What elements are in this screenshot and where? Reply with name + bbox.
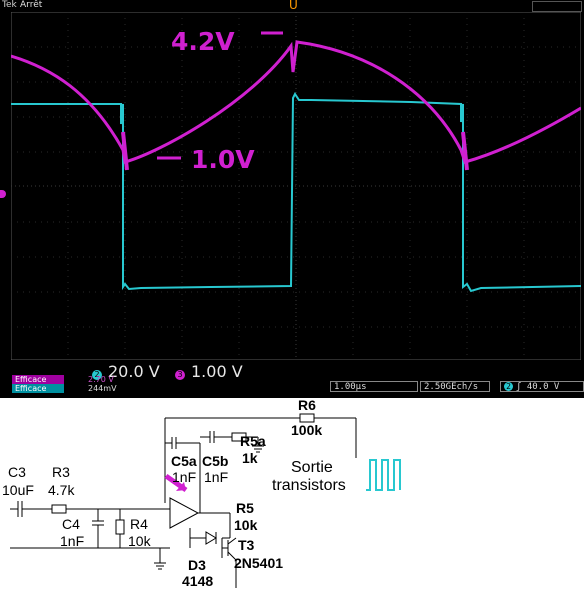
r4-value: 10k [128,533,152,549]
probe-arrowhead-icon [176,482,186,491]
c5a-label: C5a [171,453,197,469]
ch3-transition-spike-2 [461,131,469,171]
sample-rate-readout: 2.50GEch/s [420,381,490,392]
waveform-plot: 4.2V 1.0V [11,12,581,360]
c5b-value: 1nF [204,469,228,485]
ch3-ramp-wave [11,40,581,164]
schematic-wires [10,413,357,588]
c4-value: 1nF [60,533,84,549]
c5b-label: C5b [202,453,228,469]
r3-value: 4.7k [48,482,75,498]
measurement-panel: Efficace 2.70 V Efficace 244mV [12,375,312,393]
scope-brand: Tek [2,0,17,10]
d3-value: 4148 [182,573,213,589]
output-square-wave-icon [366,459,401,491]
t3-value: 2N5401 [234,555,283,571]
measurement-row: Efficace 244mV [12,384,312,393]
ground-marker-left [0,190,6,198]
t3-label: T3 [238,537,255,553]
low-level-annotation: 1.0V [191,145,255,174]
high-level-annotation: 4.2V [171,27,235,56]
record-position-indicator [532,1,582,12]
acquisition-status: Arrêt [20,0,43,10]
scope-status-bar: Tek Arrêt U [0,0,584,12]
measurement-row: Efficace 2.70 V [12,375,312,384]
c3-value: 10uF [2,482,34,498]
ch2-square-wave [11,92,581,293]
r5-label: R5 [236,500,254,516]
ch3-transition-spike-1 [121,131,129,171]
circuit-schematic: C3 10uF R3 4.7k C4 1nF R4 10k C5a 1nF C5… [2,398,401,589]
r5-value: 10k [234,517,258,533]
oscilloscope-screen: Tek Arrêt U [0,0,584,398]
d3-label: D3 [188,557,206,573]
c4-label: C4 [62,516,80,532]
r6-label: R6 [298,398,316,413]
r5a-label: R5a [240,433,266,449]
r4-label: R4 [130,516,148,532]
r5a-value: 1k [242,450,258,466]
output-label-line1: Sortie [291,459,333,476]
r6-value: 100k [291,422,322,438]
output-label-line2: transistors [272,477,346,494]
c3-label: C3 [8,464,26,480]
trigger-position-marker: U [289,0,298,12]
graticule [11,12,581,360]
timebase-readout: 1.00µs [330,381,418,392]
c5a-value: 1nF [172,469,196,485]
r3-label: R3 [52,464,70,480]
